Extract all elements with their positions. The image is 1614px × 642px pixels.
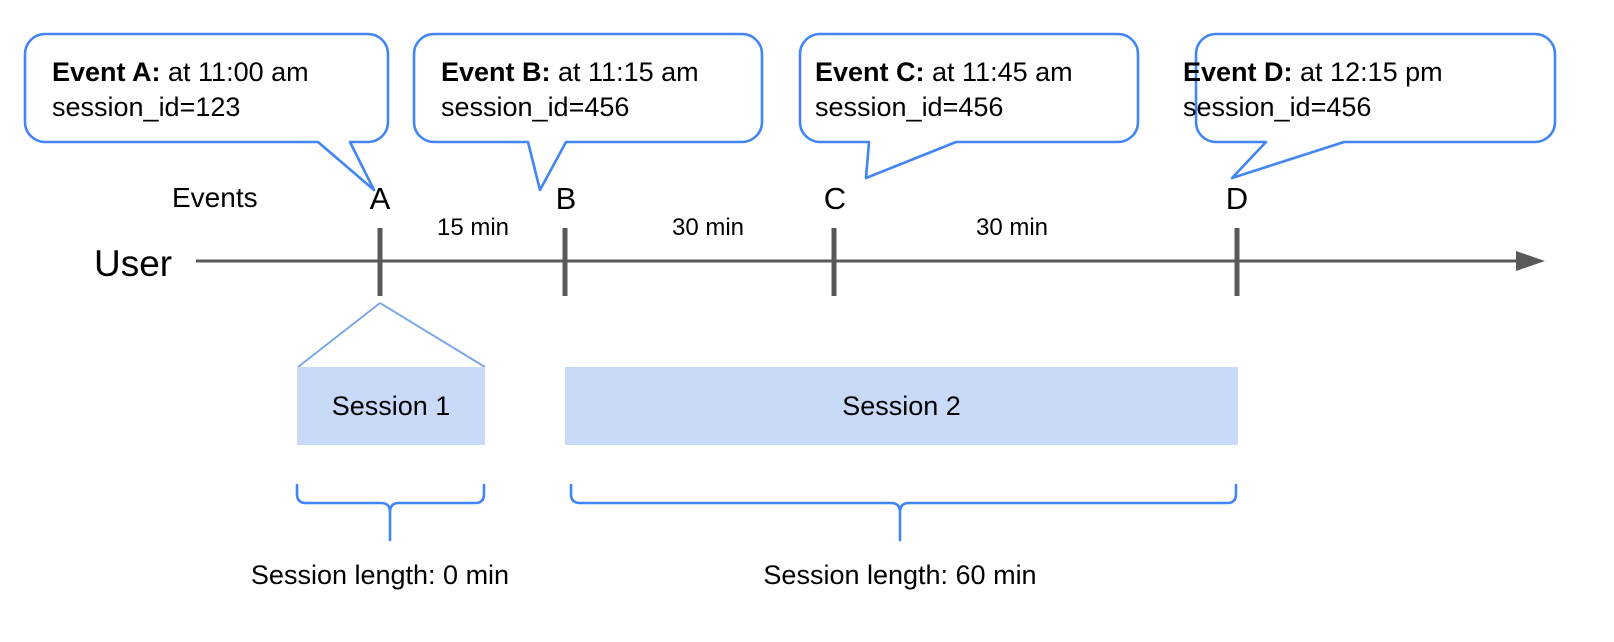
callout-d-line2: session_id=456 [1183, 92, 1372, 122]
callout-b-line2: session_id=456 [441, 92, 630, 122]
session-length-label-1: Session length: 0 min [250, 560, 510, 590]
session-bar-1-label: Session 1 [331, 390, 451, 421]
event-letter-b: B [555, 181, 577, 216]
arrow-right-icon [1516, 251, 1545, 271]
session-length-label-2: Session length: 60 min [763, 560, 1037, 590]
timeline-axis [196, 251, 1545, 271]
session-bar-2-label: Session 2 [842, 390, 961, 421]
session-bar-1[interactable]: Session 1 [297, 367, 485, 445]
callout-text-c: Event C: at 11:45 am session_id=456 [815, 55, 1073, 125]
callout-d-lead: Event D: [1183, 57, 1293, 87]
session2-brace [569, 483, 1238, 542]
event-letter-a: A [369, 181, 391, 216]
callout-text-d: Event D: at 12:15 pm session_id=456 [1183, 55, 1443, 125]
row-label-user: User [94, 243, 173, 284]
callout-text-b: Event B: at 11:15 am session_id=456 [441, 55, 699, 125]
callout-c-line2: session_id=456 [815, 92, 1004, 122]
callout-c-lead: Event C: [815, 57, 925, 87]
callout-c-time: at 11:45 am [924, 57, 1073, 87]
callout-b-line1: Event B: at 11:15 am [441, 55, 699, 90]
callout-text-a: Event A: at 11:00 am session_id=123 [52, 55, 309, 125]
session-bar-2[interactable]: Session 2 [565, 367, 1238, 445]
callout-d-time: at 12:15 pm [1292, 57, 1443, 87]
callout-c-line1: Event C: at 11:45 am [815, 55, 1073, 90]
callout-a-line1: Event A: at 11:00 am [52, 55, 309, 90]
session1-brace [295, 483, 486, 542]
callout-a-lead: Event A: [52, 57, 161, 87]
callout-b-time: at 11:15 am [550, 57, 699, 87]
duration-label-cd: 30 min [975, 214, 1049, 241]
callout-a-time: at 11:00 am [160, 57, 309, 87]
callout-b-lead: Event B: [441, 57, 551, 87]
event-letter-c: C [823, 181, 847, 216]
duration-label-ab: 15 min [436, 214, 510, 241]
event-letter-d: D [1225, 181, 1249, 216]
callout-a-line2: session_id=123 [52, 92, 241, 122]
session1-connector [297, 302, 486, 368]
callout-d-line1: Event D: at 12:15 pm [1183, 55, 1443, 90]
row-label-events: Events [172, 182, 258, 213]
duration-label-bc: 30 min [671, 214, 745, 241]
